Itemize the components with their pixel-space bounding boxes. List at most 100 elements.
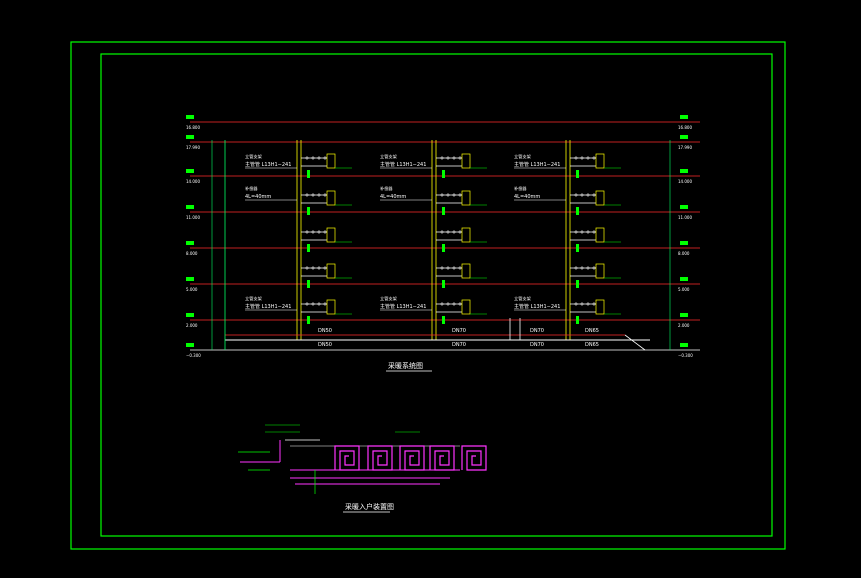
valve-symbol <box>311 266 315 270</box>
dn-label-mid-2: DN70 <box>452 342 466 348</box>
dn-label-mid-4: DN70 <box>530 342 544 348</box>
tag-marker <box>307 316 310 324</box>
elevation-marker-right <box>680 277 688 281</box>
elevation-label-right: 8.000 <box>678 251 690 256</box>
valve-symbol <box>317 266 321 270</box>
tag-marker <box>576 170 579 178</box>
note-label: 立管支架 <box>514 153 531 160</box>
branch-pipes <box>301 153 621 324</box>
floor-heating-coil <box>367 445 393 471</box>
elevation-marker-right <box>680 169 688 173</box>
valve-symbol <box>452 156 456 160</box>
valve-symbol <box>586 156 590 160</box>
radiator-unit <box>595 153 605 169</box>
elevation-label-left: 14.000 <box>186 179 200 184</box>
dn-label-right-2: DN65 <box>585 342 599 348</box>
elevation-marker-right <box>680 313 688 317</box>
valve-symbol <box>440 156 444 160</box>
valve-symbol <box>574 266 578 270</box>
floor-heating-coil <box>334 445 360 471</box>
valve-symbol <box>580 193 584 197</box>
valve-symbol <box>311 193 315 197</box>
note-label: 立管支架 <box>380 153 397 160</box>
valve-symbol <box>574 302 578 306</box>
valve-symbol <box>574 193 578 197</box>
valve-symbol <box>592 302 596 306</box>
bottom-main-pipe: DN50 DN50 DN70 DN70 DN70 DN70 DN65 DN65 <box>225 318 650 351</box>
radiator-unit <box>326 227 336 243</box>
tag-marker <box>442 316 445 324</box>
radiator-unit <box>595 299 605 315</box>
elevation-label-right: 14.000 <box>678 179 692 184</box>
note-value: 4L=40mm <box>380 194 406 200</box>
dn-label-mid: DN70 <box>452 328 466 334</box>
radiator-unit <box>595 263 605 279</box>
note-value: 主管管 L13H1−241 <box>245 161 291 168</box>
valve-symbol <box>458 156 462 160</box>
valve-symbol <box>452 193 456 197</box>
tag-marker <box>442 207 445 215</box>
note-label: 立管支架 <box>514 295 531 302</box>
floor-heating-coil <box>461 445 487 471</box>
valve-symbol <box>446 193 450 197</box>
tag-marker <box>576 244 579 252</box>
elevation-label-right: 17.990 <box>678 145 692 150</box>
elevation-marker-left <box>186 343 194 347</box>
valve-symbol <box>323 193 327 197</box>
valve-symbol <box>580 266 584 270</box>
valve-symbol <box>305 266 309 270</box>
valve-symbol <box>323 230 327 234</box>
valve-symbol <box>317 156 321 160</box>
valve-symbol <box>311 230 315 234</box>
elevation-label-left: 11.000 <box>186 215 200 220</box>
elevation-label-right: 16.800 <box>678 125 692 130</box>
elevation-marker-right <box>680 343 688 347</box>
valve-symbol <box>452 266 456 270</box>
valve-symbol <box>317 193 321 197</box>
radiator-unit <box>461 263 471 279</box>
radiator-unit <box>326 263 336 279</box>
elevation-marker-right <box>680 205 688 209</box>
valve-symbol <box>305 156 309 160</box>
valve-symbol <box>458 230 462 234</box>
tag-marker <box>576 280 579 288</box>
radiator-unit <box>461 299 471 315</box>
valve-symbol <box>574 230 578 234</box>
elevation-marker-left <box>186 169 194 173</box>
valve-symbol <box>458 302 462 306</box>
radiator-unit <box>326 190 336 206</box>
elevation-label-left: 5.000 <box>186 287 198 292</box>
system-diagram-title: 采暖系统图 <box>388 361 423 370</box>
note-label: 立管支架 <box>245 295 262 302</box>
elevation-marker-right <box>680 241 688 245</box>
valve-symbol <box>323 266 327 270</box>
elevation-marker-left <box>186 115 194 119</box>
elevation-label-left: −0.300 <box>186 353 201 358</box>
tag-marker <box>307 170 310 178</box>
valve-symbol <box>446 230 450 234</box>
valve-symbol <box>317 302 321 306</box>
valve-symbol <box>311 156 315 160</box>
elevation-marks-right: 16.80017.99014.00011.0008.0005.0002.000−… <box>678 115 693 358</box>
valve-symbol <box>592 230 596 234</box>
elevation-marker-left <box>186 205 194 209</box>
elevation-marks-left: 16.80017.99014.00011.0008.0005.0002.000−… <box>186 115 201 358</box>
note-label: 立管支架 <box>380 295 397 302</box>
note-value: 主管管 L13H1−241 <box>514 303 560 310</box>
elevation-label-right: 11.000 <box>678 215 692 220</box>
tag-marker <box>576 316 579 324</box>
valve-symbol <box>452 302 456 306</box>
tag-marker <box>307 207 310 215</box>
elevation-label-left: 2.000 <box>186 323 198 328</box>
radiator-unit <box>595 190 605 206</box>
valve-symbol <box>305 230 309 234</box>
tag-marker <box>442 170 445 178</box>
valve-symbol <box>580 302 584 306</box>
valve-symbol <box>580 230 584 234</box>
valve-symbol <box>592 156 596 160</box>
valve-symbol <box>586 230 590 234</box>
note-label: 补偿器 <box>380 185 393 192</box>
valve-symbol <box>574 156 578 160</box>
tag-marker <box>307 280 310 288</box>
elevation-label-left: 16.800 <box>186 125 200 130</box>
